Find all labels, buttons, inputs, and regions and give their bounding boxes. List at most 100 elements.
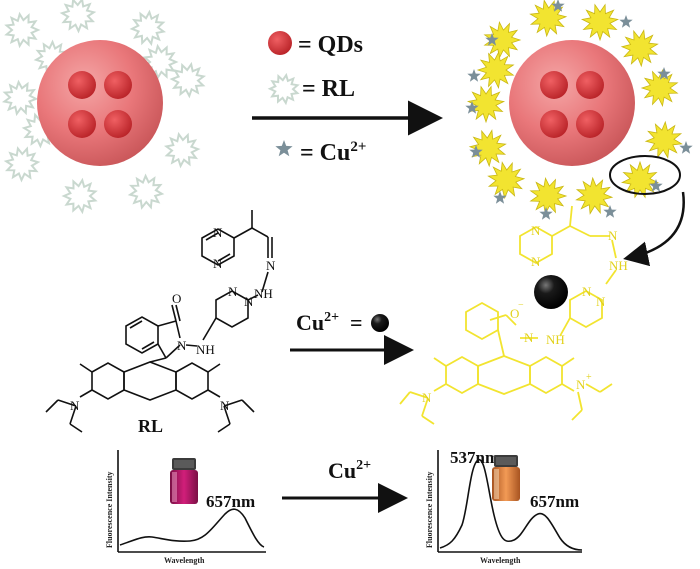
rl-atom-n: N: [244, 294, 254, 309]
qd-sphere-right: [509, 40, 635, 166]
rl-atom-n: N: [70, 398, 80, 413]
product-atom-nh: NH: [609, 258, 628, 273]
rl-atom-n: N: [220, 398, 230, 413]
legend-rl-icon: [267, 72, 300, 106]
cu-star: [679, 141, 693, 154]
cu-star: [485, 33, 499, 46]
qd-dot: [540, 110, 568, 138]
rl-burst: [4, 11, 41, 49]
middle-cu-label: Cu2+: [296, 310, 339, 335]
product-atom-n: N: [531, 223, 541, 238]
yellow-burst: [529, 176, 568, 216]
rl-burst: [169, 61, 207, 99]
vial-right: [492, 455, 520, 501]
vial-left: [170, 458, 198, 504]
cu-star: [467, 69, 481, 82]
qd-dot: [576, 110, 604, 138]
yellow-burst: [620, 29, 659, 68]
product-molecule: [399, 205, 617, 425]
spectrum-right-xlabel: Wavelength: [480, 556, 521, 565]
qd-dot: [576, 71, 604, 99]
qd-sphere-left: [37, 40, 163, 166]
middle-equals: =: [350, 310, 363, 335]
xanthene-right-ring: [175, 362, 209, 400]
rl-burst: [1, 79, 39, 117]
qd-dot: [104, 110, 132, 138]
spectrum-left-peak-label: 657nm: [206, 492, 255, 511]
product-atom-n: N: [422, 390, 432, 405]
spectrum-right-curve: [439, 459, 583, 551]
spectrum-left-curve: [119, 508, 265, 548]
cu-star: [539, 207, 553, 220]
qd-with-cu-group: [465, 0, 693, 267]
legend: = QDs = RL = Cu2+: [252, 31, 443, 166]
product-charge-plus: +: [586, 372, 592, 383]
product-atom-n: N: [576, 377, 586, 392]
rl-atom-nh: NH: [254, 286, 273, 301]
rl-burst: [61, 177, 98, 215]
product-atom-n: N: [524, 330, 534, 345]
qd-with-rl-group: [1, 0, 207, 215]
rl-atom-n: N: [228, 284, 238, 299]
cu-ion-ball-large: [534, 275, 568, 309]
cu-star: [469, 145, 483, 158]
yellow-burst: [466, 85, 506, 124]
yellow-burst: [620, 160, 660, 199]
legend-rl-label: = RL: [302, 76, 355, 102]
cu-star: [493, 191, 507, 204]
product-atom-o: O: [510, 306, 519, 321]
product-pyrazine-ring: [519, 225, 553, 265]
legend-cu-star-icon: [275, 140, 293, 157]
cu-ion-ball-small: [371, 314, 389, 332]
legend-qd-label: = QDs: [298, 32, 363, 58]
rl-burst: [59, 0, 97, 34]
cu-star-group: [465, 0, 693, 220]
cu-star: [657, 67, 671, 80]
rl-atom-o: O: [172, 291, 181, 306]
spectrum-reaction: Cu2+: [282, 458, 408, 513]
spectrum-left: Fluorescence Intensity Wavelength 657nm: [105, 450, 266, 565]
product-xanthene-right-ring: [529, 355, 563, 395]
product-xanthene-left-ring: [445, 355, 479, 395]
spectrum-left-ylabel: Fluorescence Intensity: [105, 471, 114, 548]
product-xanthene-mid-ring: [477, 355, 531, 395]
rl-molecule: [45, 210, 273, 433]
yellow-burst: [575, 176, 614, 215]
rl-molecule-name: RL: [138, 416, 163, 436]
rl-atom-nh: NH: [196, 342, 215, 357]
spectrum-right: Fluorescence Intensity Wavelength 537nm …: [425, 448, 583, 565]
cu-star: [465, 101, 479, 114]
legend-qd-icon: [268, 31, 292, 55]
spectrum-cu-label: Cu2+: [328, 458, 371, 483]
rl-atoms: N N N NH N N O N NH N N: [70, 225, 276, 413]
rl-atom-n: N: [213, 225, 223, 240]
cu-star: [603, 205, 617, 218]
yellow-burst: [580, 3, 620, 42]
spectrum-right-ylabel: Fluorescence Intensity: [425, 471, 434, 548]
spectrum-right-peak2-label: 657nm: [530, 492, 579, 511]
yellow-burst: [476, 50, 515, 90]
cu-star: [649, 179, 663, 192]
pyrazine-ring: [201, 228, 235, 266]
rl-burst: [127, 173, 165, 210]
yellow-burst: [644, 120, 683, 159]
yellow-burst: [468, 129, 507, 168]
product-charge-minus: −: [518, 300, 524, 311]
middle-reaction: Cu2+ =: [290, 310, 414, 365]
zoom-curved-arrow: [623, 191, 685, 267]
product-atom-n: N: [608, 228, 618, 243]
highlight-ellipse: [609, 155, 681, 195]
product-atoms: N N N NH N N O − N NH N N +: [422, 223, 628, 405]
product-atom-n: N: [596, 294, 606, 309]
xanthene-mid-ring: [123, 361, 177, 401]
product-atom-n: N: [531, 254, 541, 269]
yellow-burst: [487, 161, 526, 200]
rl-burst: [129, 9, 167, 47]
yellow-burst: [640, 68, 679, 108]
yellow-burst-ring: [466, 0, 683, 216]
xanthene-left-ring: [91, 362, 125, 400]
cu-star: [551, 0, 565, 12]
product-benzene-ring: [465, 301, 499, 341]
spectrum-right-peak1-label: 537nm: [450, 448, 499, 467]
